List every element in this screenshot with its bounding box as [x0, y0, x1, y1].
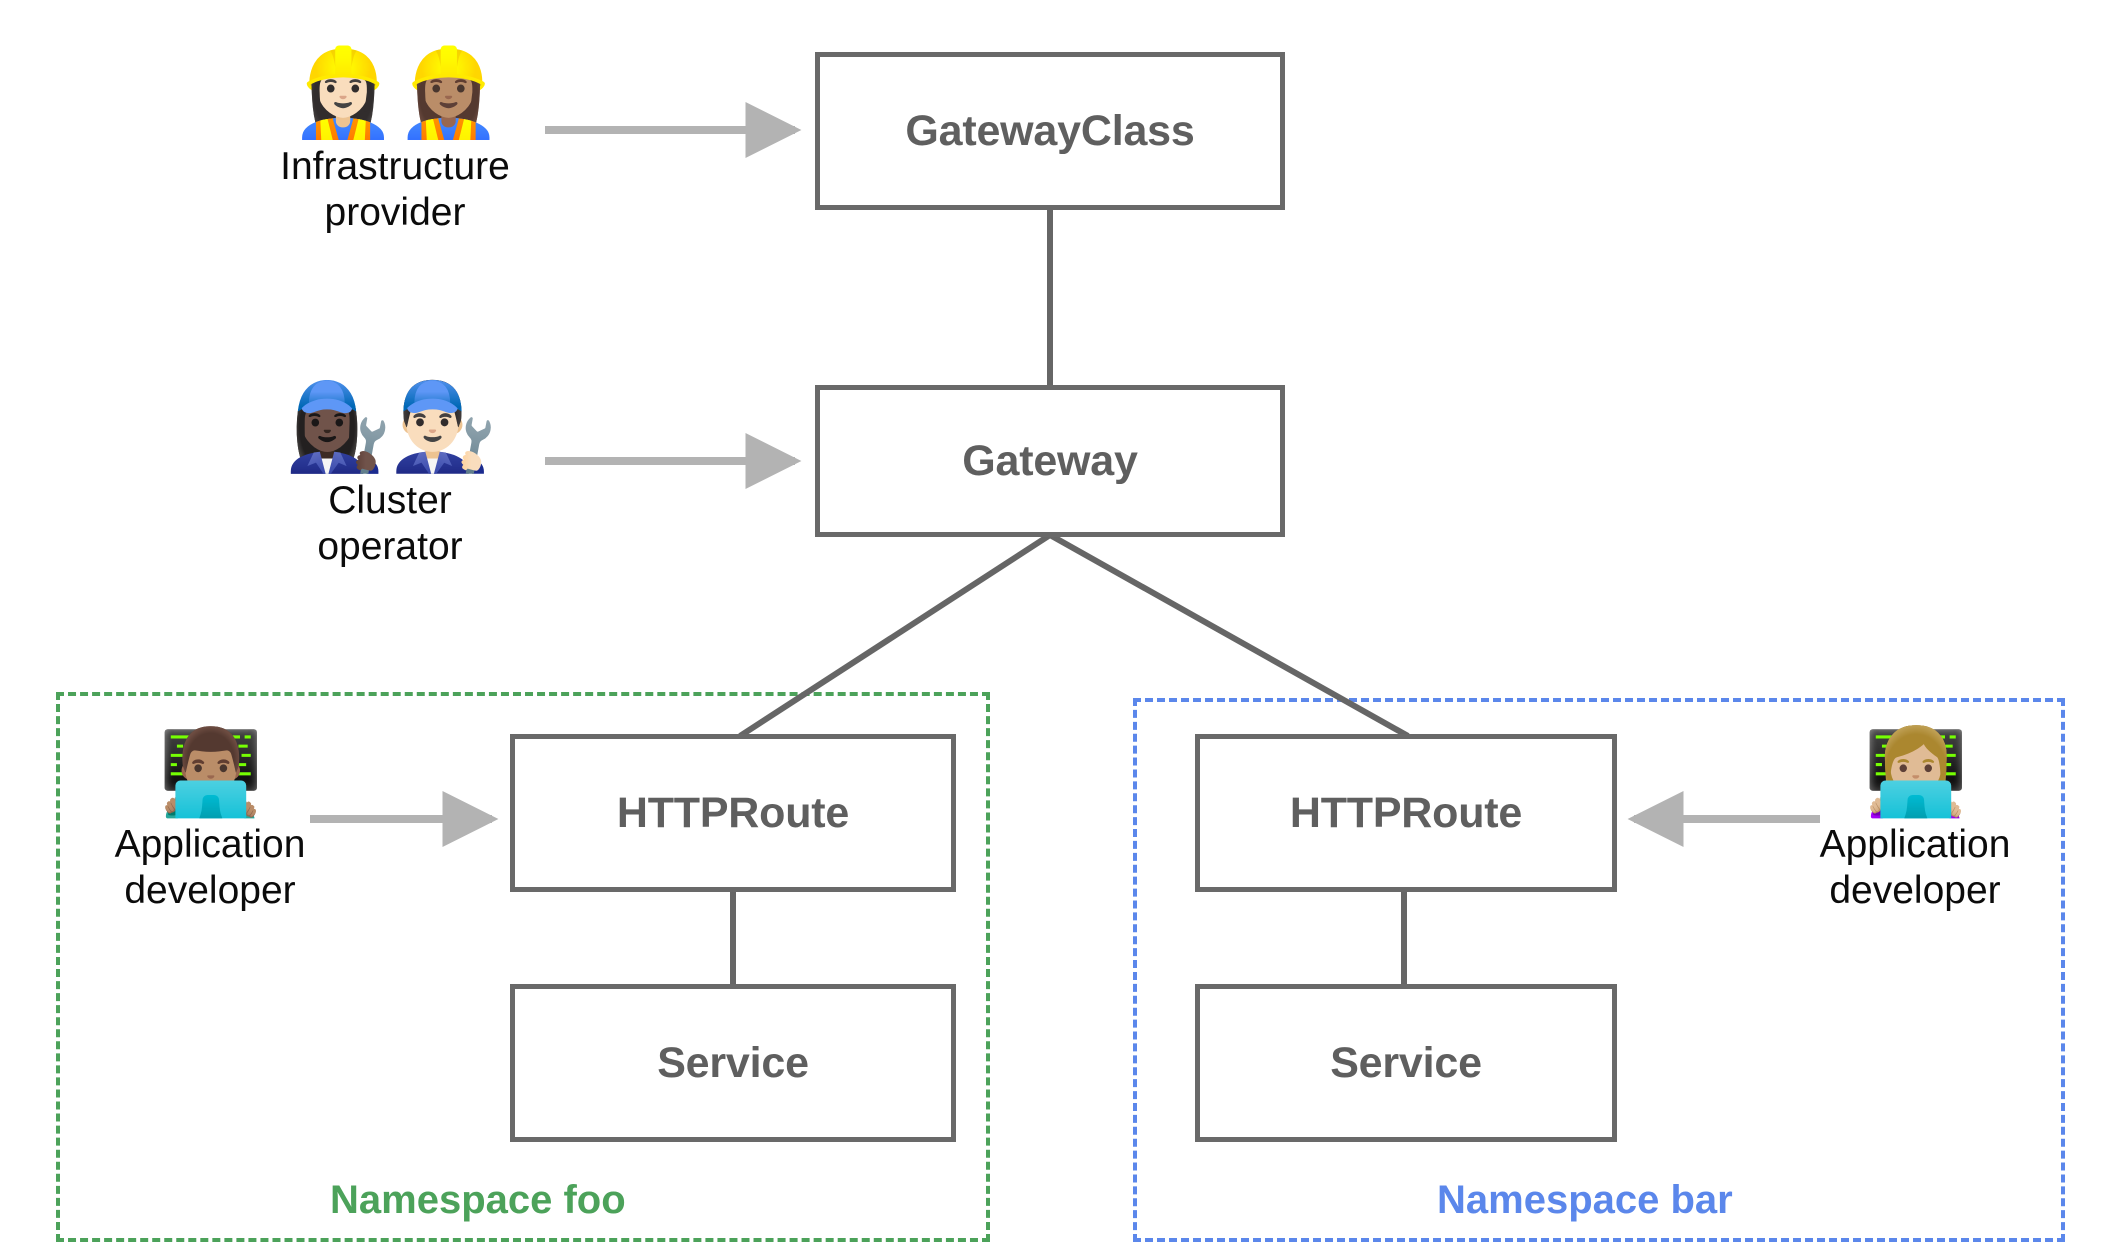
persona-caption-line2: developer — [124, 869, 296, 913]
persona-caption-line1: Infrastructure — [280, 145, 510, 189]
node-httproute-bar[interactable]: HTTPRoute — [1195, 734, 1617, 892]
persona-application-developer-foo: 👨🏽‍💻 Application developer — [85, 728, 335, 914]
node-service-bar-label: Service — [1330, 1038, 1482, 1087]
namespace-label-bar: Namespace bar — [1437, 1178, 1733, 1222]
construction-worker-pair-icon: 👷🏻‍♀️👷🏽‍♀️ — [289, 43, 502, 143]
node-service-foo[interactable]: Service — [510, 984, 956, 1142]
node-service-bar[interactable]: Service — [1195, 984, 1617, 1142]
persona-caption-line2: provider — [324, 191, 466, 235]
persona-application-developer-bar: 👩🏼‍💻 Application developer — [1790, 728, 2040, 914]
node-gateway-label: Gateway — [962, 436, 1138, 485]
persona-caption-line1: Application — [1819, 823, 2011, 867]
node-gateway[interactable]: Gateway — [815, 385, 1285, 537]
node-gatewayclass[interactable]: GatewayClass — [815, 52, 1285, 210]
technologist-icon: 👩🏼‍💻 — [1863, 723, 1969, 821]
technologist-icon: 👨🏽‍💻 — [158, 723, 264, 821]
node-httproute-foo[interactable]: HTTPRoute — [510, 734, 956, 892]
persona-cluster-operator: 👩🏿‍🔧👨🏻‍🔧 Cluster operator — [250, 382, 530, 570]
persona-caption-line2: operator — [317, 525, 463, 569]
node-gatewayclass-label: GatewayClass — [905, 106, 1195, 155]
persona-caption-line1: Cluster — [328, 479, 452, 523]
persona-caption-line1: Application — [114, 823, 306, 867]
persona-cluster-operator-caption: Cluster operator — [317, 478, 462, 570]
persona-application-developer-foo-caption: Application developer — [115, 822, 306, 914]
namespace-label-foo: Namespace foo — [330, 1178, 626, 1222]
node-service-foo-label: Service — [657, 1038, 809, 1087]
mechanic-pair-icon: 👩🏿‍🔧👨🏻‍🔧 — [284, 377, 497, 477]
namespace-box-foo — [56, 692, 990, 1242]
persona-infrastructure-provider-caption: Infrastructure provider — [280, 144, 510, 236]
node-httproute-bar-label: HTTPRoute — [1289, 788, 1523, 837]
persona-infrastructure-provider: 👷🏻‍♀️👷🏽‍♀️ Infrastructure provider — [255, 48, 535, 236]
node-httproute-foo-label: HTTPRoute — [616, 788, 850, 837]
persona-application-developer-bar-caption: Application developer — [1820, 822, 2011, 914]
persona-caption-line2: developer — [1829, 869, 2001, 913]
namespace-box-bar — [1133, 698, 2065, 1242]
